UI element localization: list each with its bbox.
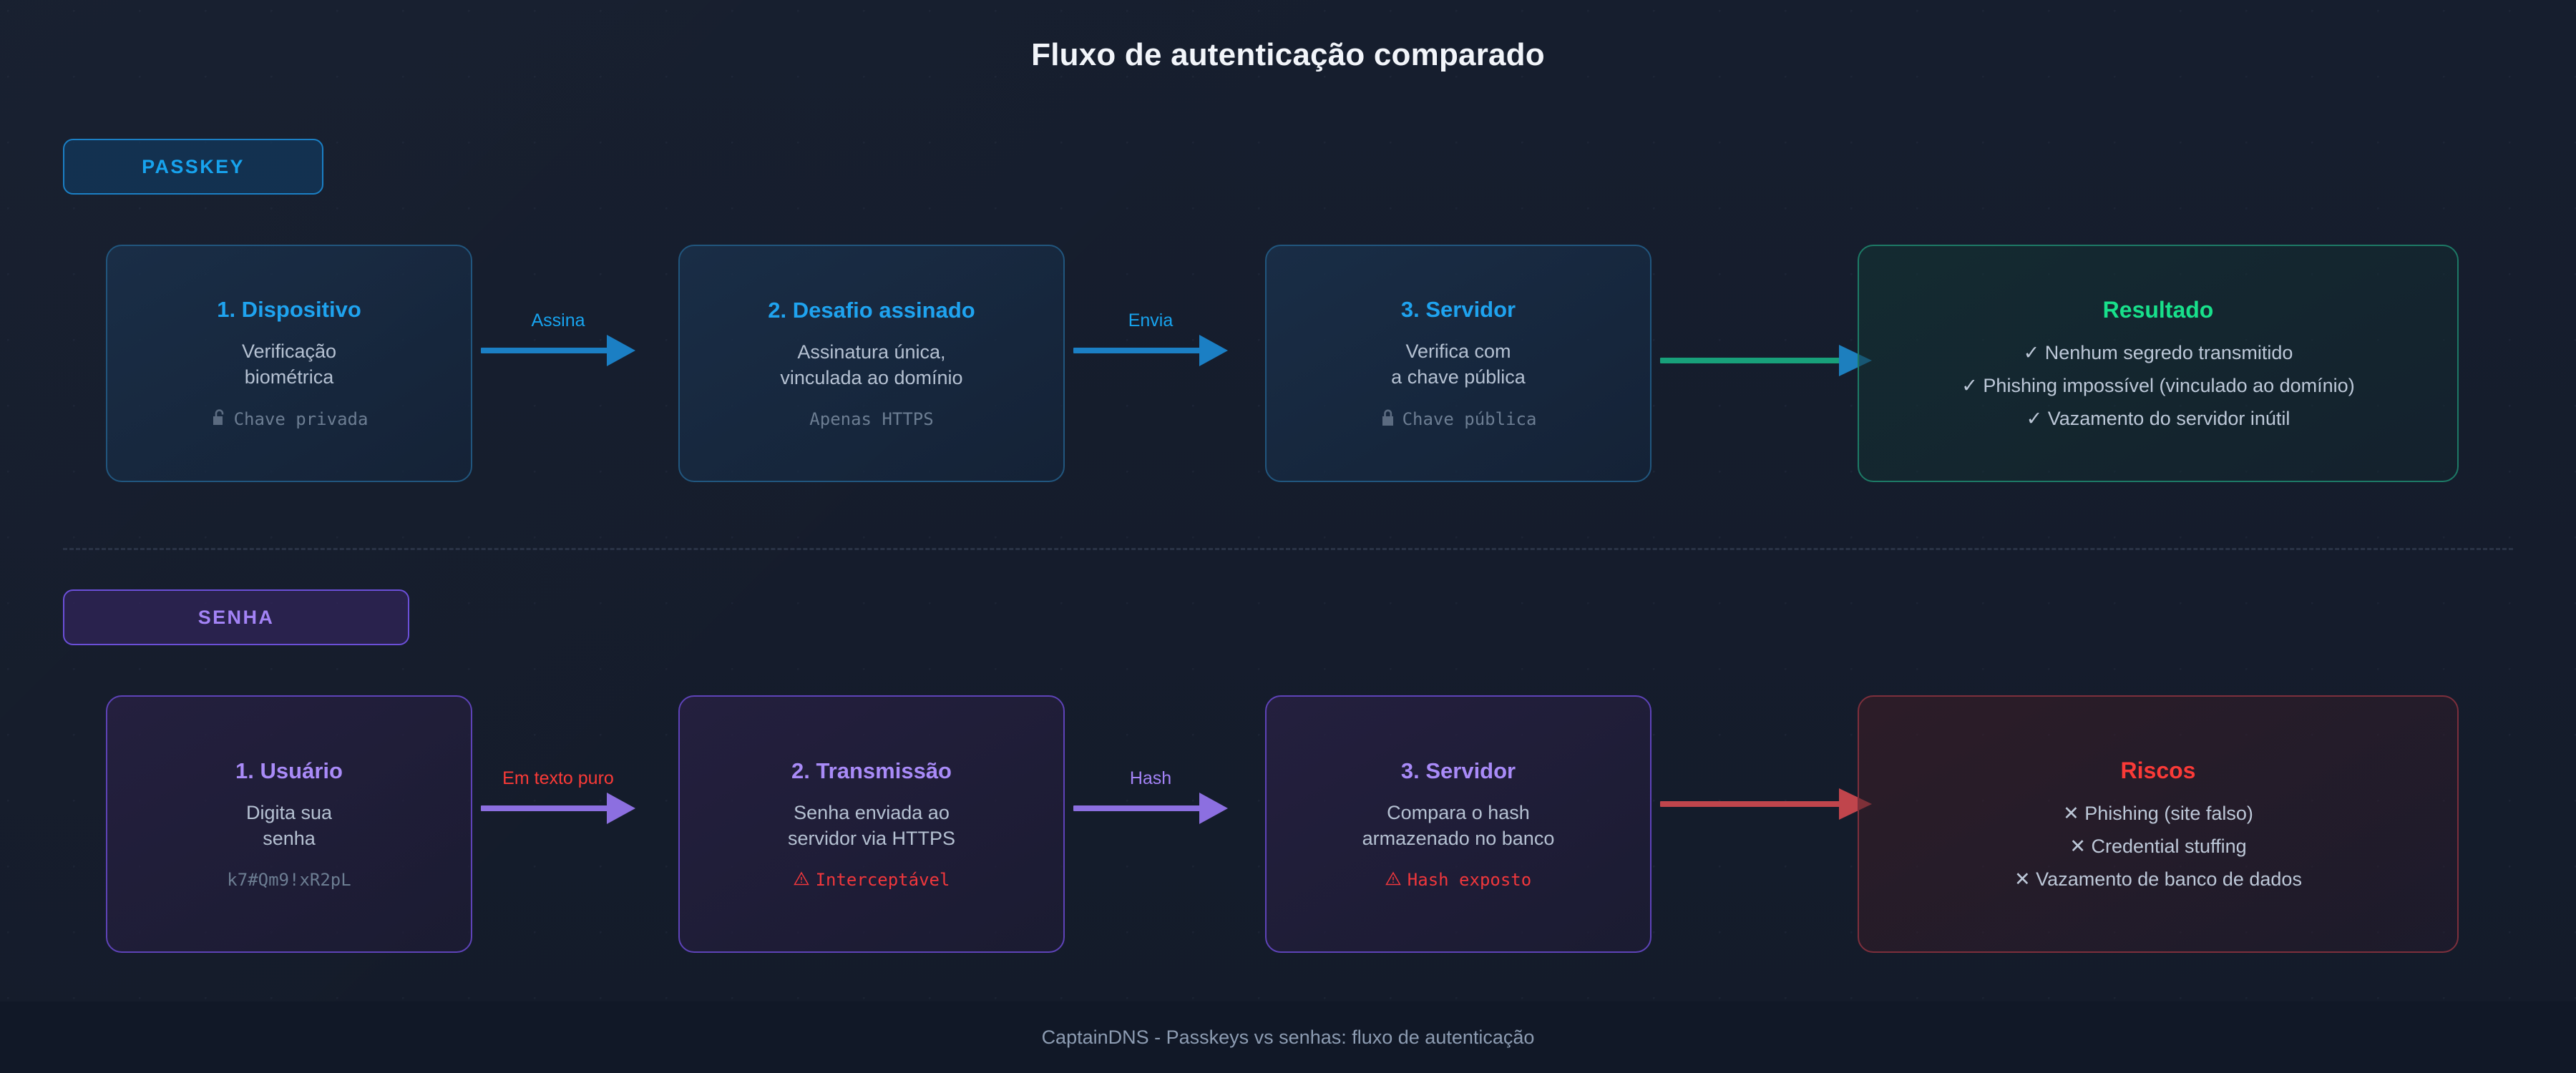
senha-arrow-2-shaft: [1073, 805, 1202, 811]
senha-outcome-card[interactable]: Riscos ✕ Phishing (site falso) ✕ Credent…: [1858, 695, 2459, 953]
passkey-outcome-card[interactable]: Resultado ✓ Nenhum segredo transmitido ✓…: [1858, 245, 2459, 482]
senha-arrow-2-head: [1199, 793, 1228, 824]
passkey-step-1-note: Chave privada: [210, 408, 369, 430]
warning-triangle-icon: [1385, 871, 1401, 888]
passkey-arrow-1-head: [607, 335, 635, 366]
list-item: ✕ Phishing (site falso): [2063, 803, 2253, 824]
section-divider: [63, 548, 2513, 550]
senha-outcome-list: ✕ Phishing (site falso) ✕ Credential stu…: [2014, 803, 2302, 891]
warning-triangle-icon: [793, 871, 809, 888]
page-title: Fluxo de autenticação comparado: [1031, 37, 1545, 72]
senha-arrow-3-shaft: [1660, 801, 1845, 807]
senha-step-3-note: Hash exposto: [1385, 870, 1531, 890]
senha-arrow-1-head: [607, 793, 635, 824]
senha-arrow-2-label: Hash: [1129, 768, 1172, 788]
passkey-arrow-1-shaft: [481, 348, 610, 353]
passkey-arrow-1-label: Assina: [531, 310, 585, 330]
passkey-step-2-desc: Assinatura única, vinculada ao domínio: [780, 340, 963, 388]
locked-padlock-icon: [1380, 408, 1396, 430]
senha-step-3-title: 3. Servidor: [1400, 758, 1516, 783]
senha-step-1-desc: Digita sua senha: [245, 801, 333, 849]
unlocked-padlock-icon: [210, 408, 228, 430]
senha-step-3-card[interactable]: 3. Servidor Compara o hash armazenado no…: [1265, 695, 1652, 953]
senha-step-2-title: 2. Transmissão: [791, 758, 952, 783]
passkey-arrow-2-label: Envia: [1128, 310, 1174, 330]
passkey-outcome-title: Resultado: [2102, 297, 2214, 323]
footer-caption: CaptainDNS - Passkeys vs senhas: fluxo d…: [1041, 1026, 1535, 1048]
passkey-step-3-note-text: Chave pública: [1402, 409, 1537, 430]
passkey-step-3-card[interactable]: 3. Servidor Verifica com a chave pública…: [1265, 245, 1652, 482]
passkey-step-3-title: 3. Servidor: [1400, 296, 1516, 322]
passkey-step-1-note-text: Chave privada: [233, 409, 369, 430]
passkey-step-3-note: Chave pública: [1380, 408, 1537, 430]
senha-outcome-title: Riscos: [2120, 758, 2196, 783]
passkey-step-2-note: Apenas HTTPS: [809, 409, 933, 429]
passkey-step-1-card[interactable]: 1. Dispositivo Verificação biométrica Ch…: [106, 245, 472, 482]
passkey-arrow-3-shaft: [1660, 358, 1845, 363]
senha-arrow-1-shaft: [481, 805, 610, 811]
senha-step-3-note-text: Hash exposto: [1407, 870, 1532, 891]
list-item: ✕ Vazamento de banco de dados: [2014, 868, 2302, 890]
senha-step-1-note-text: k7#Qm9!xR2pL: [227, 870, 351, 891]
passkey-step-1-title: 1. Dispositivo: [217, 296, 361, 322]
passkey-step-3-desc: Verifica com a chave pública: [1391, 340, 1526, 388]
passkey-step-2-note-text: Apenas HTTPS: [809, 409, 934, 430]
senha-arrow-1-label: Em texto puro: [502, 768, 614, 788]
passkey-outcome-list: ✓ Nenhum segredo transmitido ✓ Phishing …: [1961, 342, 2354, 430]
senha-step-1-card[interactable]: 1. Usuário Digita sua senha k7#Qm9!xR2pL: [106, 695, 472, 953]
footer-bar: CaptainDNS - Passkeys vs senhas: fluxo d…: [0, 1001, 2576, 1073]
list-item: ✕ Credential stuffing: [2069, 836, 2247, 857]
senha-step-2-card[interactable]: 2. Transmissão Senha enviada ao servidor…: [678, 695, 1065, 953]
senha-step-2-desc: Senha enviada ao servidor via HTTPS: [787, 801, 956, 849]
passkey-step-2-card[interactable]: 2. Desafio assinado Assinatura única, vi…: [678, 245, 1065, 482]
passkey-step-2-title: 2. Desafio assinado: [768, 297, 975, 323]
list-item: ✓ Nenhum segredo transmitido: [2023, 342, 2293, 363]
passkey-arrow-2-head: [1199, 335, 1228, 366]
senha-step-2-note-text: Interceptável: [815, 870, 950, 891]
senha-step-3-desc: Compara o hash armazenado no banco: [1362, 801, 1555, 849]
senha-step-2-note: Interceptável: [793, 870, 950, 891]
section-badge-passkey: PASSKEY: [63, 139, 323, 195]
passkey-step-1-desc: Verificação biométrica: [241, 340, 337, 388]
senha-step-1-note: k7#Qm9!xR2pL: [227, 870, 351, 890]
senha-step-1-title: 1. Usuário: [235, 758, 343, 783]
passkey-arrow-2-shaft: [1073, 348, 1202, 353]
section-badge-senha: SENHA: [63, 589, 409, 645]
list-item: ✓ Phishing impossível (vinculado ao domí…: [1961, 375, 2355, 396]
list-item: ✓ Vazamento do servidor inútil: [2026, 408, 2290, 429]
